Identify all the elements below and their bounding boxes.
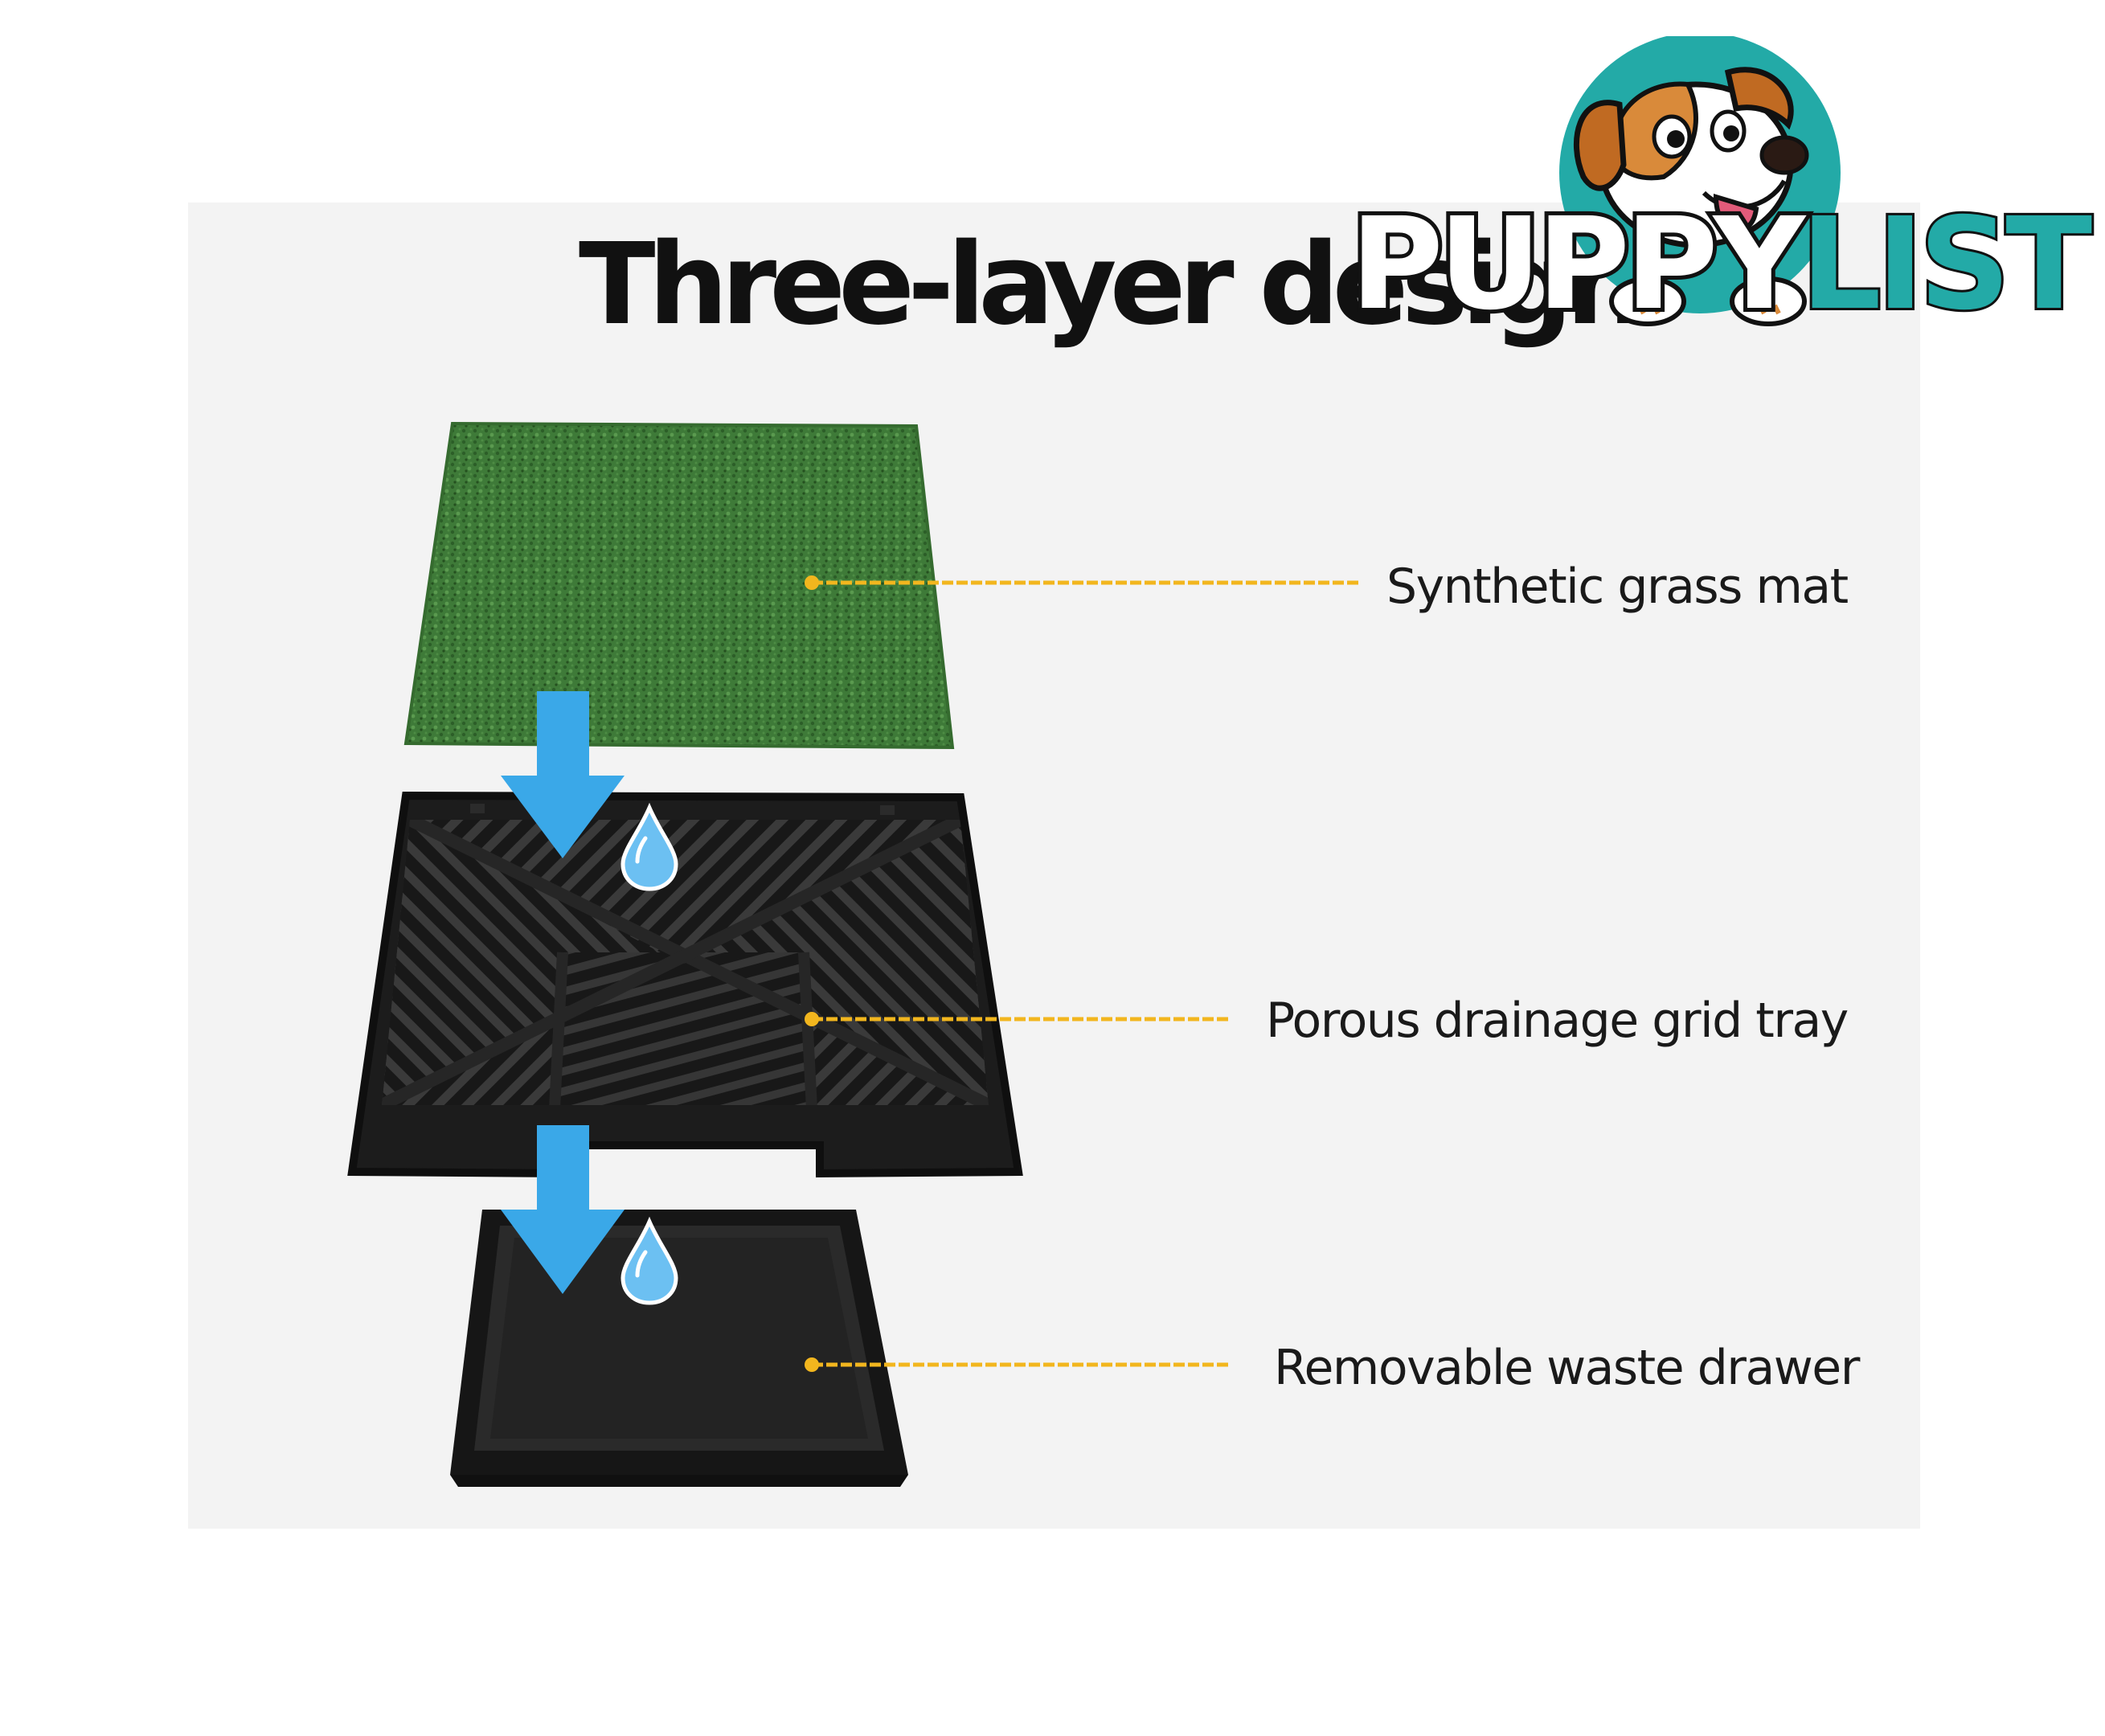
puppylist-logo: PUPPYLIST xyxy=(1346,36,2095,358)
logo-wordmark: PUPPYLIST xyxy=(1346,197,2095,332)
water-droplet-icon xyxy=(620,802,678,891)
grass-mat xyxy=(403,421,955,750)
waste-drawer xyxy=(450,1210,908,1487)
logo-word-puppy: PUPPY xyxy=(1346,190,1809,338)
logo-word-list: LIST xyxy=(1798,190,2095,338)
layer-label-drainage-tray: Porous drainage grid tray xyxy=(1266,993,1849,1049)
layer-label-grass-mat: Synthetic grass mat xyxy=(1386,559,1849,615)
page-title: Three-layer design xyxy=(579,219,1646,350)
dog-mascot-icon xyxy=(1559,36,1841,326)
drainage-grid-tray xyxy=(347,791,1023,1178)
leader-line xyxy=(805,1357,1230,1372)
leader-line xyxy=(805,1012,1230,1026)
flow-arrow-icon xyxy=(501,1125,625,1294)
layer-label-waste-drawer: Removable waste drawer xyxy=(1274,1340,1860,1396)
leader-line xyxy=(805,575,1358,590)
flow-arrow-icon xyxy=(501,691,625,858)
water-droplet-icon xyxy=(620,1216,678,1305)
